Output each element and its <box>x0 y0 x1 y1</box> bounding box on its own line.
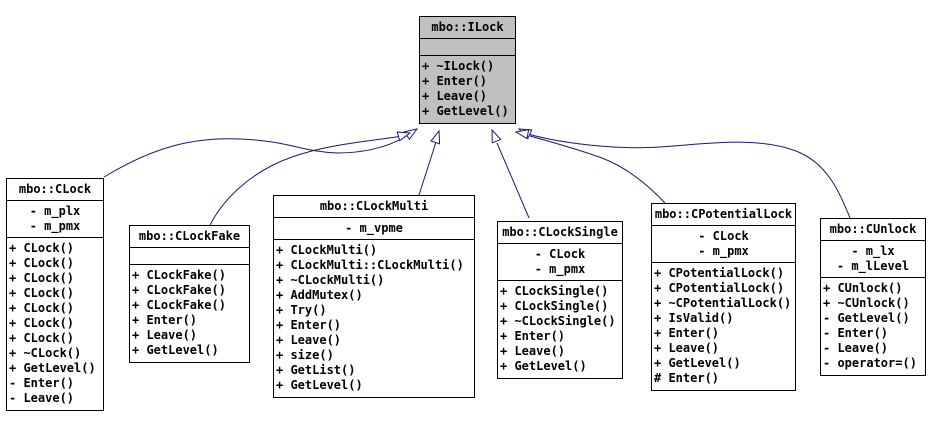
method-row: + Try() <box>276 303 327 317</box>
method-row: + CLockSingle() <box>500 299 609 313</box>
edge-cunlock-to-ilock <box>527 133 851 219</box>
method-row: + Leave() <box>132 328 198 342</box>
method-row: + ~CPotentialLock() <box>654 296 792 310</box>
method-row: + Enter() <box>422 74 488 88</box>
method-row: + Enter() <box>654 326 720 340</box>
method-row: + Leave() <box>276 333 342 347</box>
attributes-compartment-cpotentiallock: - CLock- m_pmx <box>652 226 795 263</box>
method-row: + CLockSingle() <box>500 284 609 298</box>
generalization-arrowhead-cunlock <box>514 129 530 140</box>
method-row: + CLock() <box>9 241 75 255</box>
method-row: + CUnlock() <box>823 281 903 295</box>
class-name-clockfake: mbo::CLockFake <box>130 226 249 248</box>
method-row: + Leave() <box>422 89 488 103</box>
method-row: + CLock() <box>9 271 75 285</box>
attributes-compartment-clockmulti: - m_vpme <box>274 218 474 240</box>
method-row: + GetLevel() <box>422 104 509 118</box>
method-row: + AddMutex() <box>276 288 363 302</box>
attribute-row: - m_pmx <box>534 262 586 276</box>
method-row: + size() <box>276 348 334 362</box>
class-box-clock[interactable]: mbo::CLock- m_plx- m_pmx+ CLock()+ CLock… <box>6 178 104 411</box>
methods-compartment-clockfake: + CLockFake()+ CLockFake()+ CLockFake()+… <box>130 265 249 362</box>
attributes-compartment-clocksingle: - CLock- m_pmx <box>498 244 622 281</box>
edge-clockmulti-to-ilock <box>418 141 437 196</box>
method-row: - GetLevel() <box>823 311 910 325</box>
class-box-clocksingle[interactable]: mbo::CLockSingle- CLock- m_pmx+ CLockSin… <box>497 221 623 379</box>
class-name-clock: mbo::CLock <box>7 179 103 201</box>
edge-clocksingle-to-ilock <box>496 142 530 219</box>
attributes-compartment-clockfake <box>130 248 249 265</box>
method-row: + CPotentialLock() <box>654 266 785 280</box>
class-box-ilock[interactable]: mbo::ILock+ ~ILock()+ Enter()+ Leave()+ … <box>419 16 516 124</box>
class-box-clockmulti[interactable]: mbo::CLockMulti- m_vpme+ CLockMulti()+ C… <box>273 195 475 398</box>
generalization-arrowhead-clockmulti <box>430 129 441 145</box>
attributes-compartment-clock: - m_plx- m_pmx <box>7 201 103 238</box>
class-box-clockfake[interactable]: mbo::CLockFake+ CLockFake()+ CLockFake()… <box>129 225 250 363</box>
method-row: + CPotentialLock() <box>654 281 785 295</box>
method-row: # Enter() <box>654 371 720 385</box>
method-row: + GetList() <box>276 363 356 377</box>
method-row: - Leave() <box>9 391 75 405</box>
attributes-compartment-cunlock: - m_lx- m_lLevel <box>821 241 925 278</box>
method-row: + CLock() <box>9 256 75 270</box>
method-row: + GetLevel() <box>9 361 96 375</box>
method-row: + Enter() <box>500 329 566 343</box>
method-row: - Enter() <box>9 376 75 390</box>
generalization-arrowhead-clocksingle <box>491 128 502 144</box>
edge-cpotentiallock-to-ilock <box>529 135 666 204</box>
method-row: + Leave() <box>654 341 720 355</box>
class-name-cunlock: mbo::CUnlock <box>821 219 925 241</box>
method-row: - Leave() <box>823 341 889 355</box>
attribute-row: - m_lx <box>851 244 895 258</box>
method-row: + GetLevel() <box>500 359 587 373</box>
class-name-clocksingle: mbo::CLockSingle <box>498 222 622 244</box>
method-row: + CLockMulti() <box>276 243 378 257</box>
method-row: + CLock() <box>9 286 75 300</box>
method-row: + Leave() <box>500 344 566 358</box>
method-row: + ~ILock() <box>422 59 495 73</box>
class-name-ilock: mbo::ILock <box>420 17 515 39</box>
class-box-cunlock[interactable]: mbo::CUnlock- m_lx- m_lLevel+ CUnlock()+… <box>820 218 926 376</box>
method-row: + CLock() <box>9 316 75 330</box>
class-name-clockmulti: mbo::CLockMulti <box>274 196 474 218</box>
method-row: + GetLevel() <box>132 343 219 357</box>
method-row: + CLockFake() <box>132 283 226 297</box>
method-row: + Enter() <box>132 313 198 327</box>
method-row: + Enter() <box>276 318 342 332</box>
method-row: - operator=() <box>823 356 917 370</box>
edge-clock-to-ilock <box>103 131 413 178</box>
method-row: + IsValid() <box>654 311 734 325</box>
attribute-row: - m_lLevel <box>836 259 910 273</box>
method-row: + ~CUnlock() <box>823 296 910 310</box>
method-row: - Enter() <box>823 326 889 340</box>
attribute-row: - m_pmx <box>698 244 749 258</box>
edge-clockfake-to-ilock <box>209 135 403 226</box>
method-row: + CLockFake() <box>132 298 226 312</box>
method-row: + CLockMulti::CLockMulti() <box>276 258 464 272</box>
attribute-row: - m_pmx <box>29 219 81 233</box>
attributes-compartment-ilock <box>420 39 515 56</box>
method-row: + CLockFake() <box>132 268 226 282</box>
methods-compartment-clockmulti: + CLockMulti()+ CLockMulti::CLockMulti()… <box>274 240 474 397</box>
attribute-row: - CLock <box>698 229 749 243</box>
methods-compartment-cunlock: + CUnlock()+ ~CUnlock()- GetLevel()- Ent… <box>821 278 925 375</box>
method-row: + GetLevel() <box>276 378 363 392</box>
method-row: + CLock() <box>9 331 75 345</box>
generalization-arrowhead-clockfake <box>396 131 412 142</box>
method-row: + ~CLockSingle() <box>500 314 616 328</box>
methods-compartment-cpotentiallock: + CPotentialLock()+ CPotentialLock()+ ~C… <box>652 263 795 390</box>
attribute-row: - CLock <box>534 247 586 261</box>
method-row: + CLock() <box>9 301 75 315</box>
method-row: + GetLevel() <box>654 356 741 370</box>
methods-compartment-clock: + CLock()+ CLock()+ CLock()+ CLock()+ CL… <box>7 238 103 410</box>
attribute-row: - m_plx <box>29 204 81 218</box>
class-name-cpotentiallock: mbo::CPotentialLock <box>652 204 795 226</box>
methods-compartment-ilock: + ~ILock()+ Enter()+ Leave()+ GetLevel() <box>420 56 515 123</box>
method-row: + ~CLockMulti() <box>276 273 385 287</box>
method-row: + ~CLock() <box>9 346 82 360</box>
class-box-cpotentiallock[interactable]: mbo::CPotentialLock- CLock- m_pmx+ CPote… <box>651 203 796 391</box>
attribute-row: - m_vpme <box>345 221 403 235</box>
methods-compartment-clocksingle: + CLockSingle()+ CLockSingle()+ ~CLockSi… <box>498 281 622 378</box>
